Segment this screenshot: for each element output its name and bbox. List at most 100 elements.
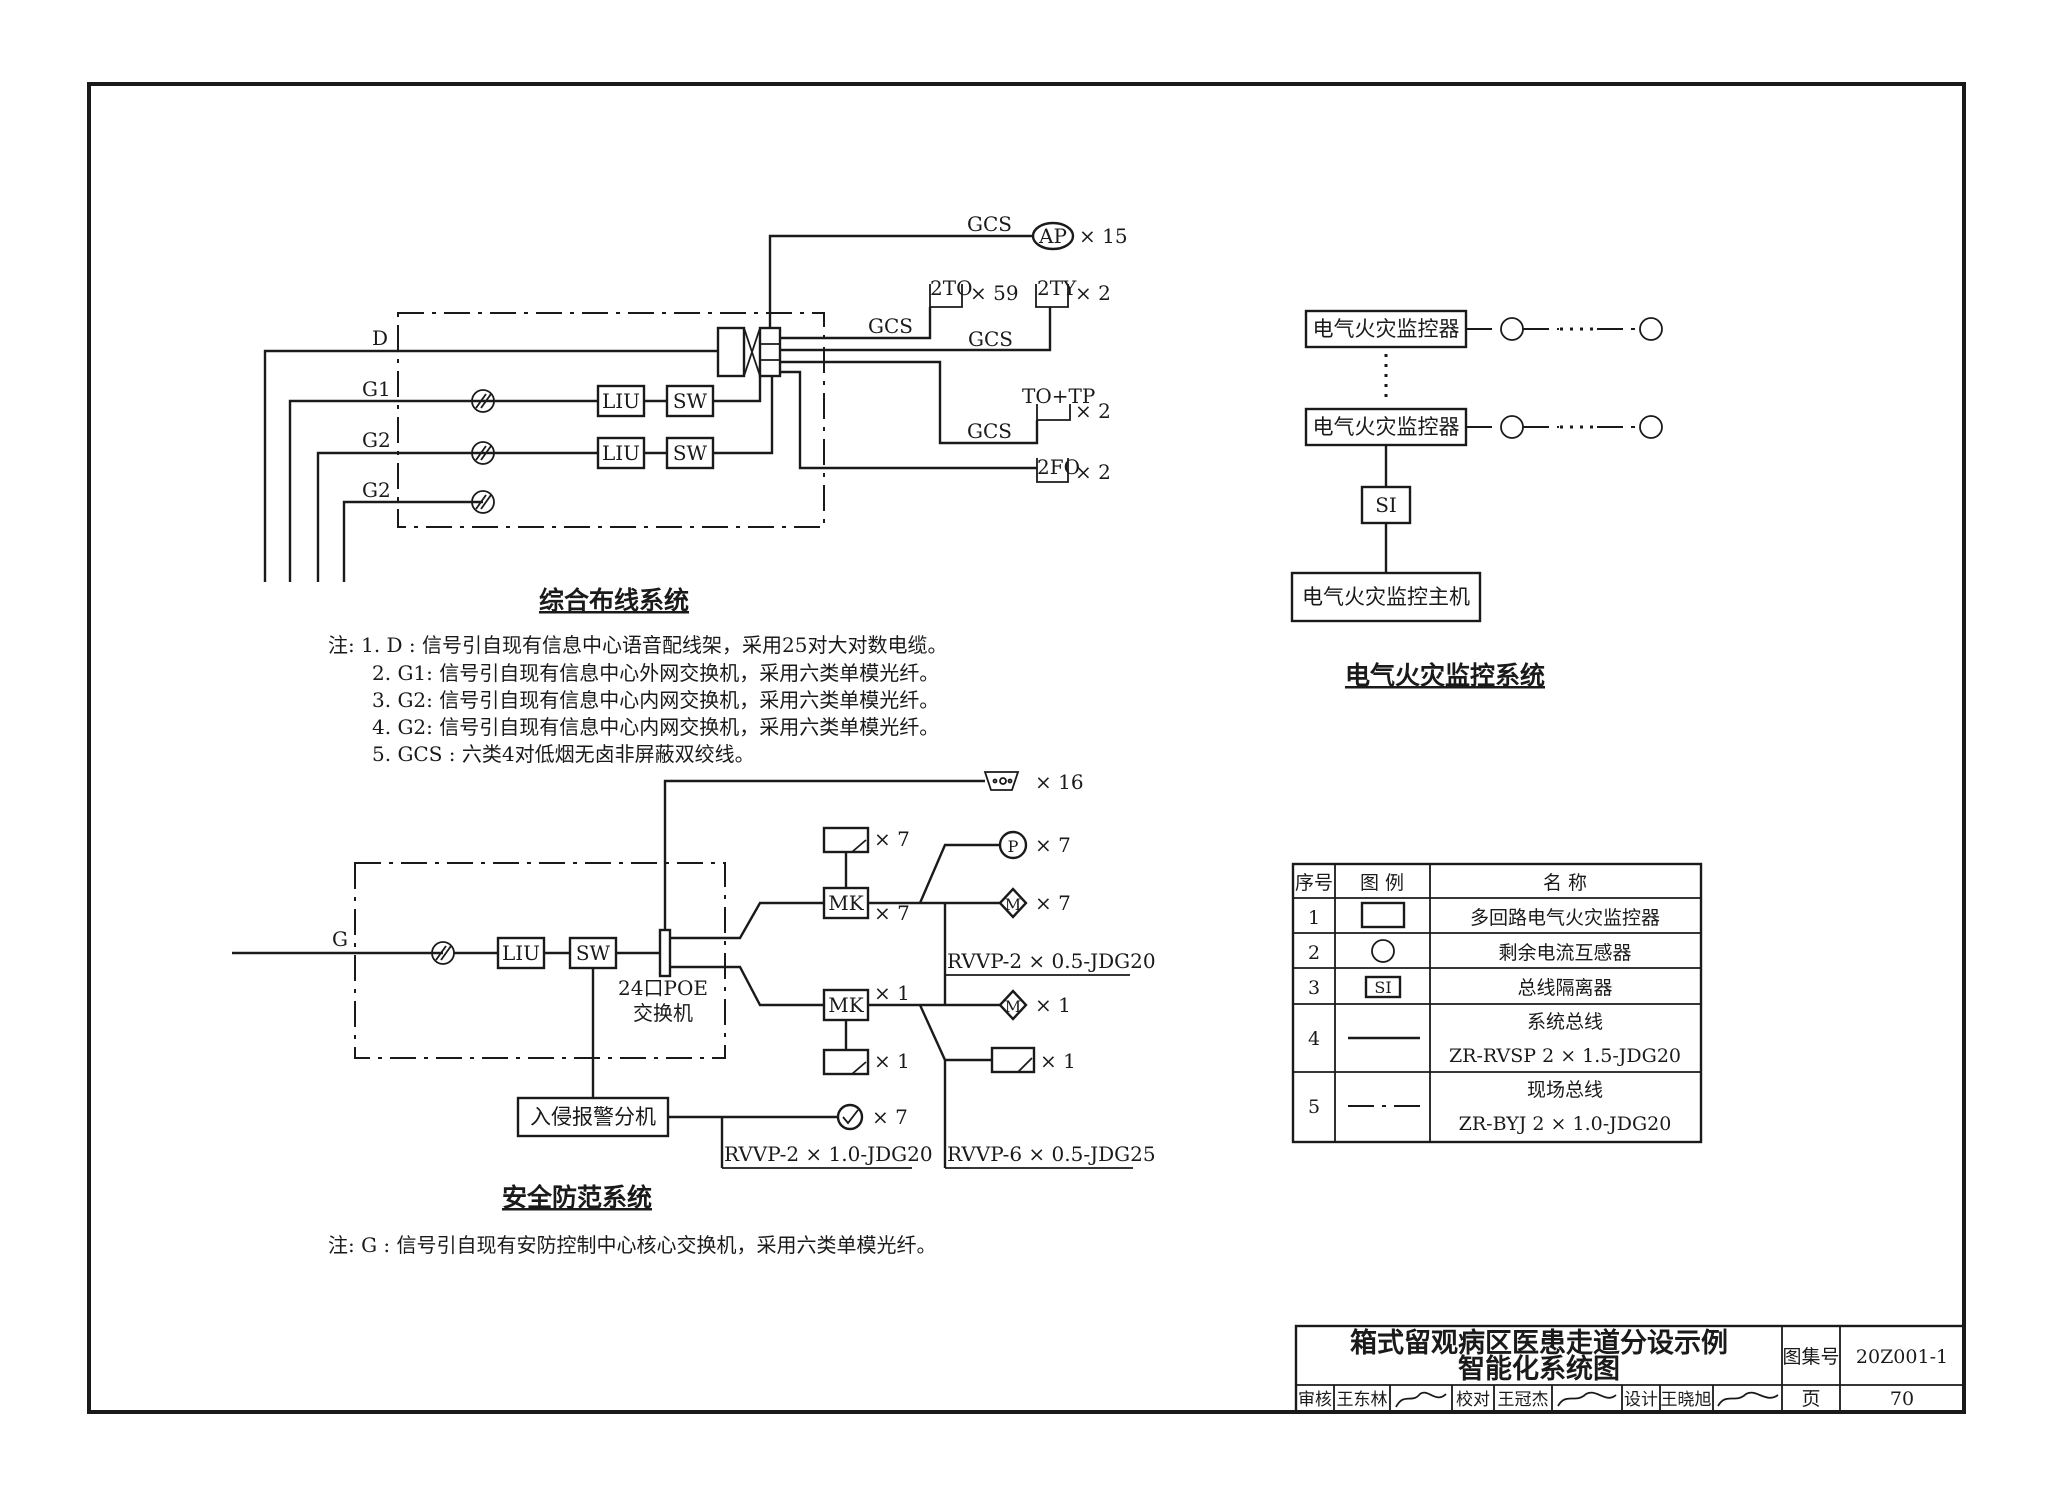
legend-si-symbol xyxy=(1364,975,1402,999)
security-note: 注: G : 信号引自现有安防控制中心核心交换机，采用六类单模光纤。 xyxy=(328,1233,937,1257)
trunk-line-g2a xyxy=(316,451,598,582)
legend-row-no: 3 xyxy=(1308,977,1320,999)
panic-button-count: × 7 xyxy=(1035,833,1071,857)
mk-label: MK xyxy=(828,993,864,1017)
legend-row-no: 1 xyxy=(1308,907,1320,929)
cabling-note-1: 注: 1. D : 信号引自现有信息中心语音配线架，采用25对大对数电缆。 xyxy=(328,633,947,657)
door-release-icon xyxy=(990,1046,1036,1074)
legend-row-name: 剩余电流互感器 xyxy=(1498,942,1631,964)
intrusion-alarm-label: 入侵报警分机 xyxy=(530,1105,656,1129)
detector-count: × 7 xyxy=(872,1105,908,1129)
outlet-totp-count: × 2 xyxy=(1075,399,1111,423)
legend-header-name: 名 称 xyxy=(1543,872,1587,894)
fire-title: 电气火灾监控系统 xyxy=(1345,661,1545,690)
poe-switch-label-2: 交换机 xyxy=(633,1001,693,1025)
fire-host-label: 电气火灾监控主机 xyxy=(1302,585,1470,609)
outlet-2fo-count: × 2 xyxy=(1075,460,1111,484)
legend-row-spec: ZR-BYJ 2 × 1.0-JDG20 xyxy=(1459,1113,1672,1135)
current-transformer-icon xyxy=(1639,317,1663,341)
legend-transformer-symbol xyxy=(1371,939,1395,963)
page-number: 70 xyxy=(1890,1388,1914,1410)
outlet-2ty-icon xyxy=(1035,284,1069,308)
fiber-connector-icon xyxy=(471,490,495,514)
poe-switch-label-1: 24口POE xyxy=(618,976,708,1000)
fiber-connector-icon xyxy=(471,441,495,465)
outlet-2to-label: 2TO xyxy=(930,276,972,300)
motor-actuator-glyph: M xyxy=(1005,997,1021,1016)
legend-row-no: 2 xyxy=(1308,942,1320,964)
si-label: SI xyxy=(1375,493,1397,517)
title-block-title-2: 智能化系统图 xyxy=(1458,1353,1620,1385)
legend-row-name: 多回路电气火灾监控器 xyxy=(1470,907,1660,929)
door-contact-icon xyxy=(822,826,870,854)
fire-monitoring-diagram: 电气火灾监控器 电气火灾监控器 SI 电气火灾监控主机 电气火灾监控系统 xyxy=(1290,309,1663,690)
fire-monitor-label: 电气火灾监控器 xyxy=(1313,415,1460,439)
mk-count: × 7 xyxy=(874,901,910,925)
liu-label: LIU xyxy=(602,441,640,465)
legend-row-name: 总线隔离器 xyxy=(1517,977,1612,999)
design-label: 设计 xyxy=(1624,1390,1658,1410)
outlet-2to-icon xyxy=(929,284,963,308)
legend-header-symbol: 图 例 xyxy=(1360,872,1404,894)
design-name: 王晓旭 xyxy=(1661,1390,1712,1410)
gcs-line-2to xyxy=(780,307,932,340)
sw-label: SW xyxy=(673,441,708,465)
gcs-line-2ty xyxy=(780,307,1052,352)
legend-si-label: SI xyxy=(1374,978,1391,997)
line-label-g2: G2 xyxy=(362,428,391,452)
poe-branch-upper xyxy=(670,901,824,940)
motor-actuator-icon xyxy=(998,989,1028,1021)
design-signature xyxy=(1717,1391,1779,1407)
title-block: 箱式留观病区医患走道分设示例 智能化系统图 图集号 20Z001-1 审核 王东… xyxy=(1294,1324,1966,1414)
cabling-note-2: 2. G1: 信号引自现有信息中心外网交换机，采用六类单模光纤。 xyxy=(372,661,939,685)
door-contact-count: × 7 xyxy=(874,827,910,851)
cable-label-2: RVVP-2 × 1.0-JDG20 xyxy=(724,1142,933,1166)
gcs-line-totp xyxy=(780,360,1039,445)
legend-table: 序号 图 例 名 称 1 多回路电气火灾监控器 2 剩余电流互感器 3 SI 总… xyxy=(1291,862,1703,1144)
door-contact-icon xyxy=(822,1048,870,1076)
sw-label: SW xyxy=(673,389,708,413)
legend-row-name: 系统总线 xyxy=(1527,1011,1603,1033)
drawing-frame xyxy=(87,82,1966,1414)
check-label: 校对 xyxy=(1456,1390,1490,1410)
title-block-title-1: 箱式留观病区医患走道分设示例 xyxy=(1350,1327,1728,1359)
camera-line xyxy=(663,779,985,930)
sw-label: SW xyxy=(576,941,611,965)
intrusion-alarm-box xyxy=(516,1096,670,1138)
outlet-2ty-count: × 2 xyxy=(1075,281,1111,305)
current-transformer-icon xyxy=(1639,415,1663,439)
fire-monitor-box xyxy=(1304,407,1468,447)
liu-box xyxy=(596,384,646,418)
trunk-line-g2b xyxy=(342,500,483,582)
current-transformer-icon xyxy=(1500,317,1524,341)
security-enclosure-dashed xyxy=(354,862,726,1059)
cabling-note-5: 5. GCS : 六类4对低烟无卤非屏蔽双绞线。 xyxy=(372,742,755,766)
check-name: 王冠杰 xyxy=(1498,1390,1549,1410)
line-label-g1: G1 xyxy=(362,377,391,401)
cabling-title: 综合布线系统 xyxy=(539,586,689,615)
poe-branch-lower xyxy=(670,965,824,1007)
gcs-label: GCS xyxy=(968,327,1013,351)
legend-row-spec: ZR-RVSP 2 × 1.5-JDG20 xyxy=(1449,1045,1681,1067)
legend-row-no: 5 xyxy=(1308,1096,1320,1118)
line-label-g2-second: G2 xyxy=(362,478,391,502)
liu-box xyxy=(596,436,646,470)
outlet-totp-label: TO+TP xyxy=(1022,384,1095,408)
door-contact-count: × 1 xyxy=(874,1049,910,1073)
panic-button-icon xyxy=(998,830,1028,860)
door-release-count: × 1 xyxy=(1040,1049,1076,1073)
gcs-line-2fo xyxy=(780,370,1037,470)
atlas-label: 图集号 xyxy=(1782,1346,1839,1368)
fire-host-box xyxy=(1290,571,1482,623)
ap-label: AP xyxy=(1038,224,1067,248)
fiber-connector-icon xyxy=(471,389,495,413)
outlet-totp-icon xyxy=(1036,404,1071,421)
line-label-d: D xyxy=(372,326,388,350)
mk-count: × 1 xyxy=(874,981,910,1005)
liu-box xyxy=(496,936,546,970)
legend-row-name: 现场总线 xyxy=(1527,1079,1603,1101)
security-g-label: G xyxy=(332,927,348,951)
review-signature xyxy=(1395,1391,1447,1408)
mk-label: MK xyxy=(828,891,864,915)
